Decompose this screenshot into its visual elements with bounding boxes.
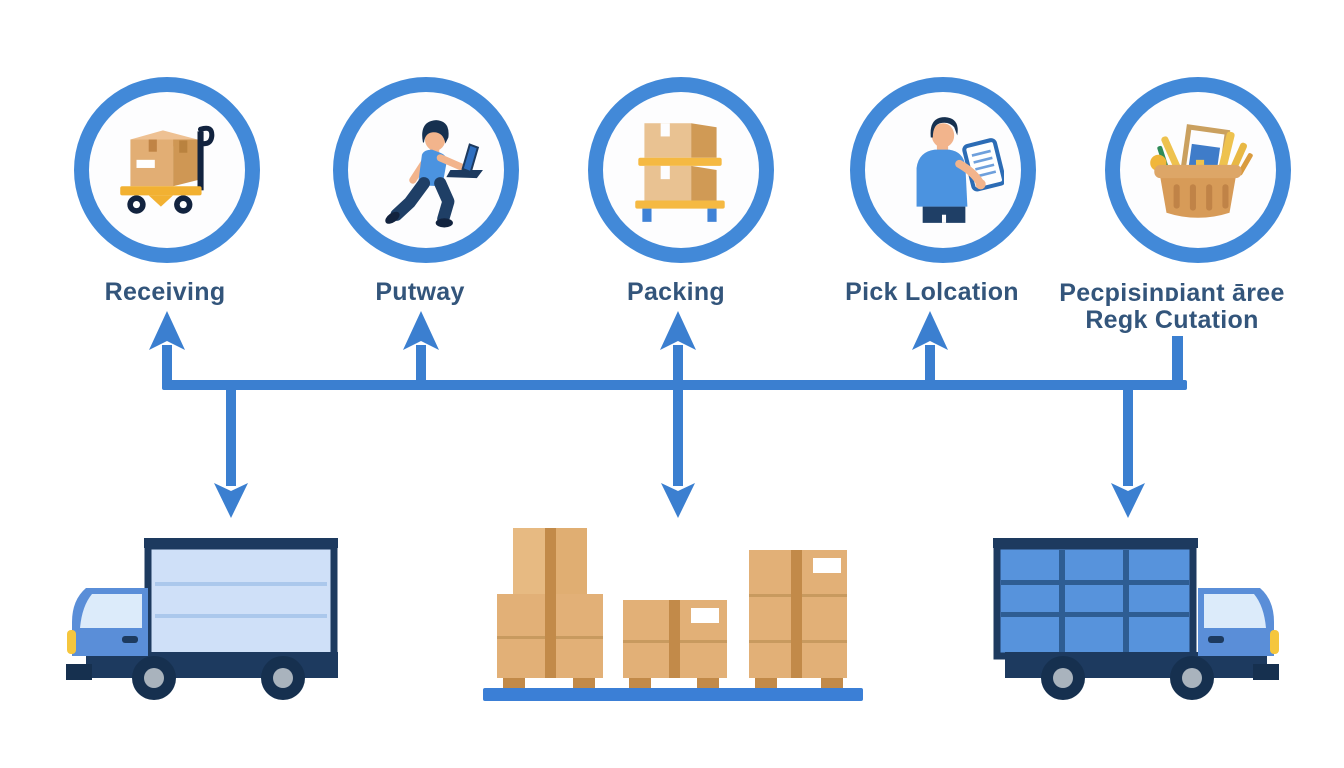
delivery-truck-right [993, 538, 1288, 704]
up-arrow-putway [403, 311, 439, 385]
delivery-truck-left [58, 538, 338, 704]
supplies-basket-icon [1150, 124, 1253, 218]
stage-label-pick-location: Pick Lolcation [845, 278, 1019, 306]
pallet-bar [483, 688, 863, 701]
box-stacks-icon [483, 528, 863, 701]
pallet-box-stacks [483, 520, 863, 702]
person-walking-laptop-icon [385, 120, 483, 228]
stage-label-putway: Putway [375, 278, 465, 306]
down-arrow-boxes [661, 388, 695, 518]
hand-truck-box-icon [120, 125, 215, 214]
up-arrow-packing [660, 311, 696, 385]
down-arrow-truck-right [1111, 388, 1145, 518]
truck-right-icon [993, 538, 1279, 700]
truck-left-icon [66, 538, 338, 700]
up-arrow-pick-location [912, 311, 948, 385]
stage-label-receiving: Receiving [104, 278, 226, 306]
elbow-connector-last-stage [1172, 336, 1183, 390]
person-tablet-icon [916, 117, 1004, 223]
stage-label-packing: Packing [627, 278, 725, 306]
stacked-boxes-trolley-icon [635, 123, 725, 222]
up-arrow-receiving [149, 311, 185, 385]
stage-label-last: Pecpisinᴅiant āree Regk Cutation [1059, 279, 1285, 334]
stage-circle-last [1105, 77, 1291, 263]
down-arrow-truck-left [214, 388, 248, 518]
